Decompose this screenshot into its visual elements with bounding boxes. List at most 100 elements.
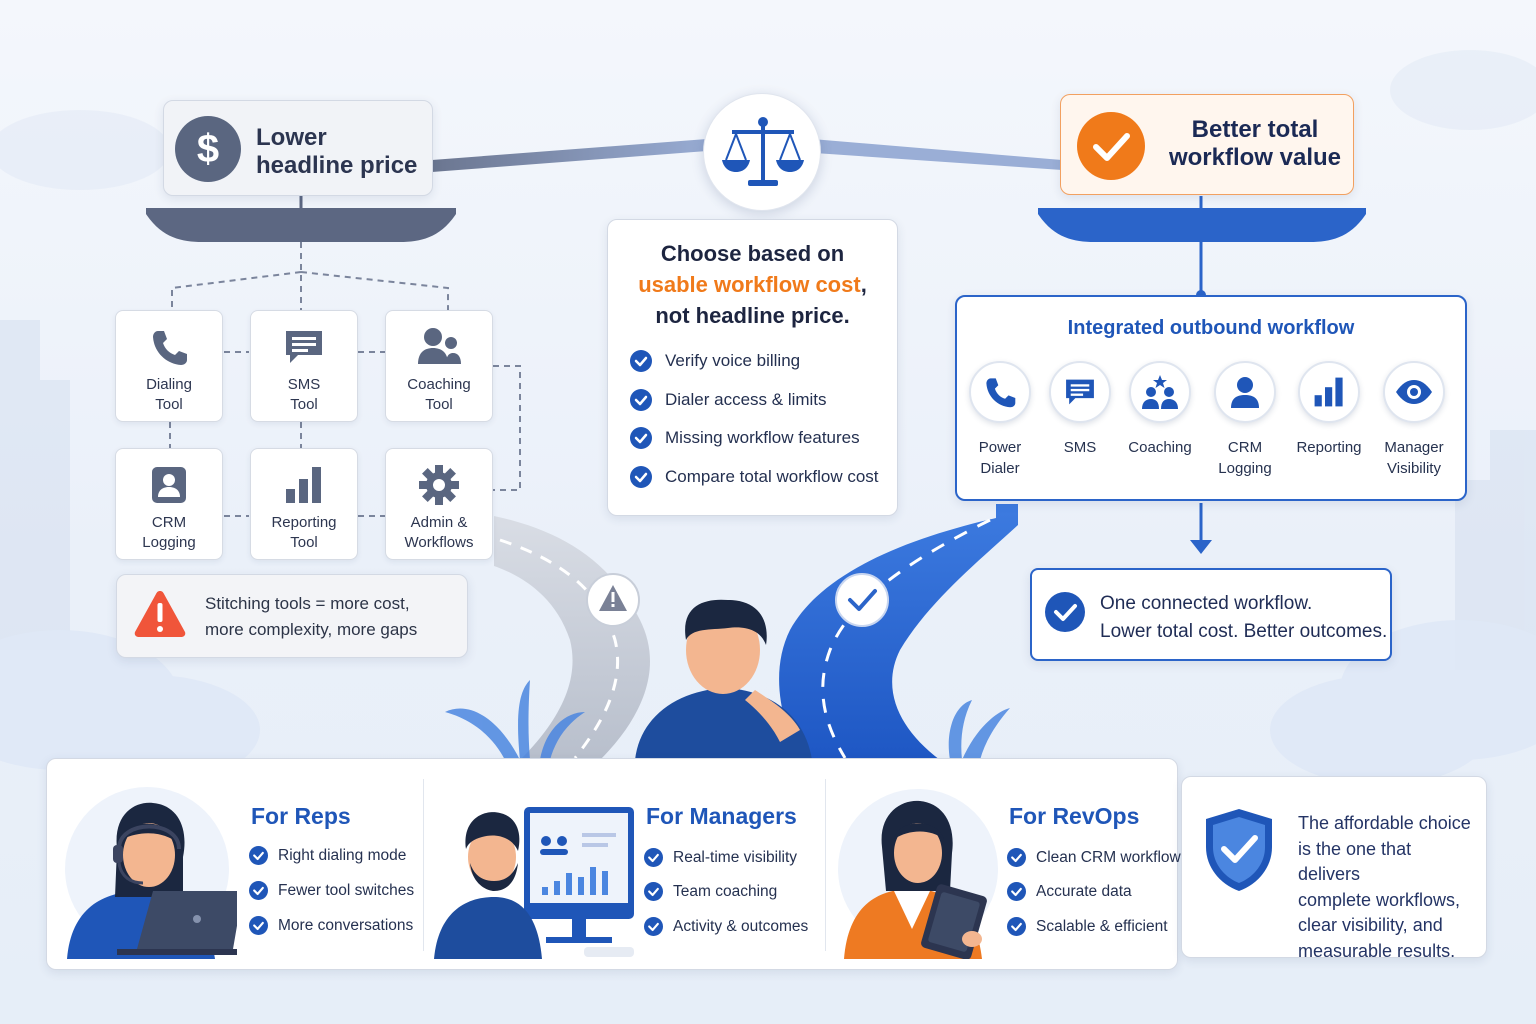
workflow-node-reporting [1298, 361, 1360, 423]
workflow-node-sms [1049, 361, 1111, 423]
checklist-item: Missing workflow features [630, 427, 860, 449]
check-icon [1007, 848, 1026, 867]
warning-text: Stitching tools = more cost, more comple… [205, 591, 417, 643]
persona-item-text: Right dialing mode [278, 846, 407, 864]
tool-card-dialing: Dialing Tool [115, 310, 223, 422]
check-icon [249, 881, 268, 900]
revops-tablet-illustration [838, 789, 998, 959]
decision-title-line-2: usable workflow cost, [608, 269, 897, 300]
workflow-node-label: Reporting [1279, 437, 1379, 458]
node-label-line: Power [978, 439, 1022, 456]
tool-label: CRM Logging [142, 514, 196, 551]
checklist-text: Missing workflow features [665, 428, 860, 447]
persona-title: For Reps [251, 803, 351, 829]
tool-connectors [169, 242, 521, 517]
checklist-item: Compare total workflow cost [630, 466, 879, 488]
check-icon [1007, 882, 1026, 901]
warning-line-1: Stitching tools = more cost, [205, 594, 410, 613]
road-warning-marker [586, 573, 640, 627]
side-line: clear visibility, and [1298, 915, 1443, 935]
workflow-node-coaching [1129, 361, 1191, 423]
affordable-choice-text: The affordable choice is the one that de… [1298, 811, 1478, 964]
tool-card-reporting: Reporting Tool [250, 448, 358, 560]
tool-label: SMS Tool [287, 376, 321, 413]
check-icon [644, 882, 663, 901]
road-check-marker [835, 573, 889, 627]
check-icon [630, 427, 652, 449]
persona-divider [825, 779, 826, 951]
check-icon [630, 389, 652, 411]
gray-road [494, 516, 651, 760]
manager-monitor-illustration [434, 807, 634, 959]
connected-line-1: One connected workflow. [1100, 593, 1313, 614]
dollar-icon: $ [175, 116, 241, 182]
plant-right [948, 700, 1010, 760]
workflow-node-crm-logging [1214, 361, 1276, 423]
tool-label: Reporting Tool [271, 514, 337, 551]
balance-scale-icon [722, 117, 804, 186]
warning-line-2: more complexity, more gaps [205, 620, 418, 639]
warning-triangle-icon [134, 591, 186, 637]
background-clouds [0, 50, 1536, 785]
node-label-line: CRM [1227, 439, 1263, 456]
decision-title: Choose based on usable workflow cost, no… [608, 238, 897, 331]
tool-card-admin: Admin & Workflows [385, 448, 493, 560]
left-scale-pan [146, 208, 456, 242]
check-icon [1007, 917, 1026, 936]
node-label-line: Dialer [980, 460, 1020, 477]
persona-item-text: Activity & outcomes [673, 917, 809, 935]
persona-item: Activity & outcomes [644, 917, 808, 936]
left-headline-title: Lower headline price [256, 124, 418, 179]
node-label-line: Coaching [1128, 439, 1192, 456]
persona-item: More conversations [249, 916, 413, 935]
persona-item: Team coaching [644, 882, 777, 901]
side-line: complete workflows, [1298, 889, 1461, 910]
persona-item: Scalable & efficient [1007, 917, 1168, 936]
check-circle-icon [1045, 592, 1085, 632]
persona-item: Clean CRM workflow [1007, 848, 1181, 867]
side-line: The affordable choice [1298, 813, 1471, 833]
gear-icon [419, 465, 459, 505]
stitching-warning-box: Stitching tools = more cost, more comple… [116, 574, 468, 658]
check-icon [644, 917, 663, 936]
workflow-node-manager-visibility [1383, 361, 1445, 423]
connected-line-2: Lower total cost. Better outcomes. [1100, 621, 1388, 642]
decision-title-highlight: usable workflow cost [638, 272, 861, 297]
integrated-workflow-title: Integrated outbound workflow [1067, 317, 1355, 339]
background-city [0, 320, 1536, 670]
node-label-line: Manager [1384, 439, 1444, 456]
check-circle-icon [1077, 112, 1145, 180]
chat-icon [1066, 379, 1094, 405]
svg-text:$: $ [197, 127, 219, 171]
personas-panel: For Reps Right dialing mode Fewer tool s… [46, 758, 1181, 971]
node-label-line: Logging [1218, 460, 1272, 477]
plant-left [445, 680, 585, 760]
persona-item-text: Clean CRM workflow [1036, 848, 1181, 866]
tool-label: Dialing Tool [146, 376, 192, 413]
persona-item-text: Real-time visibility [673, 848, 798, 866]
right-scale-pan [1038, 208, 1366, 242]
phone-icon [986, 378, 1016, 408]
persona-item: Fewer tool switches [249, 881, 414, 900]
bar-chart-icon [1314, 377, 1343, 407]
lower-headline-price-card: $ Lower headline price [163, 100, 433, 196]
check-icon [630, 466, 652, 488]
tool-card-coaching: Coaching Tool [385, 310, 493, 422]
persona-item: Accurate data [1007, 882, 1132, 901]
tool-card-sms: SMS Tool [250, 310, 358, 422]
workflow-node-label: Coaching [1110, 437, 1210, 458]
workflow-node-label: SMS [1030, 437, 1130, 458]
checklist-text: Verify voice billing [665, 351, 801, 370]
checklist-text: Dialer access & limits [665, 390, 827, 409]
blue-road [779, 504, 1018, 760]
tool-label: Admin & Workflows [404, 514, 474, 551]
persona-revops: For RevOps Clean CRM workflow Accurate d… [826, 759, 1181, 971]
check-icon [630, 350, 652, 372]
node-label-line: Visibility [1387, 460, 1441, 477]
persona-item-text: Team coaching [673, 882, 778, 900]
node-label-line: SMS [1063, 439, 1097, 456]
decision-title-line-3: not headline price. [655, 303, 850, 328]
better-workflow-value-card: Better total workflow value [1060, 94, 1354, 195]
